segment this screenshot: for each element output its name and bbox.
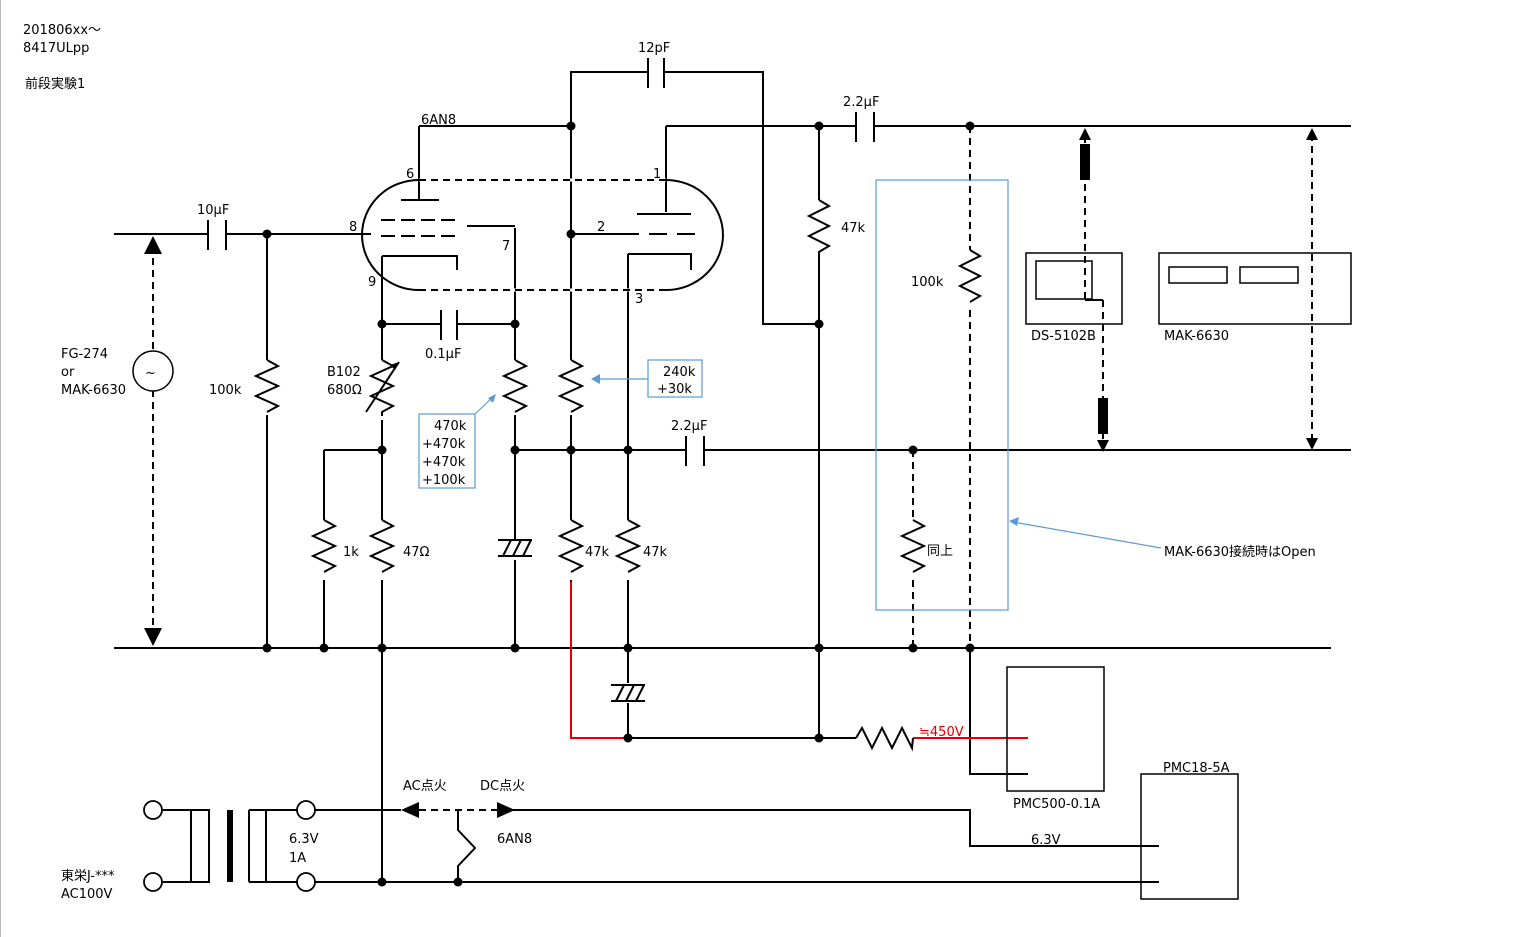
heater-voltage-label: 6.3V: [289, 832, 319, 847]
header: 201806xx～ 8417ULpp 前段実験1: [23, 23, 101, 92]
pmc500-label: PMC500-0.1A: [1013, 797, 1100, 812]
tube-label: 6AN8: [421, 113, 456, 128]
pin-7: 7: [502, 239, 510, 254]
cap-12pf-label: 12pF: [638, 41, 670, 56]
mak-label: MAK-6630: [1164, 329, 1229, 344]
heater-dc-voltage-label: 6.3V: [1031, 833, 1061, 848]
r-probe-label: 100k: [911, 275, 944, 290]
dc-fire-label: DC点火: [480, 779, 525, 794]
cap-out-mid-label: 2.2μF: [671, 419, 707, 434]
svg-text:~: ~: [145, 366, 156, 381]
fg-label-3: MAK-6630: [61, 383, 126, 398]
pin-2: 2: [597, 220, 605, 235]
vr-value-label: 680Ω: [327, 383, 362, 398]
r-47k-b-label: 47k: [643, 545, 668, 560]
transformer-label: 東栄J-***: [61, 868, 115, 884]
r-load-top-label: 47k: [841, 221, 866, 236]
vr-label: B102: [327, 365, 361, 380]
box-470-line-3: +470k: [422, 455, 466, 470]
pin-3: 3: [635, 292, 643, 307]
pin-9: 9: [368, 275, 376, 290]
r-1k-label: 1k: [343, 545, 359, 560]
ds-label: DS-5102B: [1031, 329, 1096, 344]
transformer-input-label: AC100V: [61, 887, 113, 902]
resistors: [253, 199, 914, 752]
junctions: [262, 121, 975, 887]
box-470-line-1: 470k: [434, 419, 467, 434]
cap-input-label: 10μF: [197, 203, 229, 218]
pin-1: 1: [653, 167, 661, 182]
signal-source-icon: ~: [132, 350, 174, 392]
probe-lines: [144, 126, 1318, 648]
r-grid-label: 100k: [209, 383, 242, 398]
header-line-2: 8417ULpp: [23, 41, 89, 56]
hatched-grounds: [498, 539, 645, 702]
bplus-red-wire: [570, 582, 628, 739]
pin-8: 8: [349, 220, 357, 235]
ac-fire-label: AC点火: [403, 779, 447, 794]
box-240-line-2: +30k: [657, 382, 692, 397]
annotations: [418, 179, 1162, 611]
pmc18-label: PMC18-5A: [1163, 761, 1230, 776]
capacitors: [207, 58, 875, 466]
box-240-line-1: 240k: [663, 365, 696, 380]
cap-out-top-label: 2.2μF: [843, 95, 879, 110]
r-same-label: 同上: [927, 544, 953, 559]
fg-label-2: or: [61, 365, 75, 380]
cap-01-label: 0.1μF: [425, 347, 461, 362]
heater-current-label: 1A: [289, 851, 306, 866]
heater-tube-label: 6AN8: [497, 832, 532, 847]
header-line-1: 201806xx～: [23, 23, 101, 38]
pin-6: 6: [406, 167, 414, 182]
box-470-line-2: +470k: [422, 437, 466, 452]
header-line-3: 前段実験1: [25, 76, 85, 92]
vacuum-tube: [361, 178, 724, 292]
r-47ohm-label: 47Ω: [403, 545, 430, 560]
hv-label: ≒450V: [919, 725, 964, 740]
fg-label-1: FG-274: [61, 347, 108, 362]
labels: 6AN8 1 2 3 6 7 8 9 12pF 10μF 2.2μF 2.2μF…: [61, 41, 1316, 902]
instruments: [1006, 252, 1352, 900]
heater-terminals: [143, 800, 515, 892]
open-note: MAK-6630接続時はOpen: [1164, 544, 1316, 560]
box-470-line-4: +100k: [422, 473, 466, 488]
r-47k-a-label: 47k: [585, 545, 610, 560]
